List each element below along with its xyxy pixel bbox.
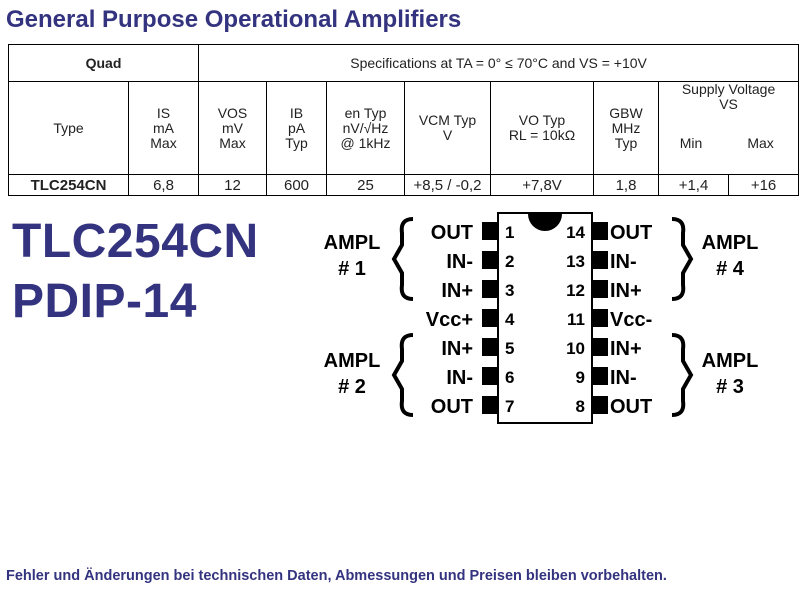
footer-disclaimer: Fehler und Änderungen bei technischen Da…: [6, 568, 667, 584]
cell-en: 25: [326, 174, 405, 196]
pin1-notch: [528, 214, 562, 231]
pin-3: [482, 280, 498, 298]
pin-10: [592, 338, 608, 356]
pin-5: [482, 338, 498, 356]
ampl-4-number: # 4: [716, 258, 745, 280]
page-title: General Purpose Operational Amplifiers: [6, 6, 462, 33]
pin-2-label: IN-: [446, 251, 473, 273]
cell-vs-max: +16: [727, 174, 800, 196]
ampl-2-number: # 2: [338, 376, 366, 398]
ampl-3-number: # 3: [716, 376, 744, 398]
cell-vos: 12: [198, 174, 267, 196]
bracket-ampl-3: [671, 333, 694, 417]
ampl-1-title: AMPL: [324, 232, 381, 254]
pin-4-label: Vcc+: [426, 309, 473, 331]
pin-2: [482, 251, 498, 269]
pin-10-number: 10: [566, 339, 585, 358]
conditions-header: Specifications at TA = 0° ≤ 70°C and VS …: [197, 44, 800, 82]
package-name: PDIP-14: [12, 275, 197, 328]
pin-7: [482, 396, 498, 414]
pin-5-label: IN+: [441, 338, 473, 360]
spec-table: Quad Specifications at TA = 0° ≤ 70°C an…: [8, 44, 800, 196]
pin-8: [592, 396, 608, 414]
ampl-1-number: # 1: [338, 258, 366, 280]
pin-1-label: OUT: [431, 222, 473, 244]
quad-label: Quad: [8, 44, 199, 82]
cell-vcm: +8,5 / -0,2: [404, 174, 491, 196]
pin-8-number: 8: [576, 397, 585, 416]
pin-9: [592, 367, 608, 385]
pin-7-label: OUT: [431, 396, 473, 418]
cell-gbw: 1,8: [593, 174, 659, 196]
cell-ib: 600: [266, 174, 327, 196]
pin-12: [592, 280, 608, 298]
ampl-3-title: AMPL: [702, 350, 759, 372]
pin-3-label: IN+: [441, 280, 473, 302]
header-vs-min: Min: [679, 134, 703, 151]
pin-6: [482, 367, 498, 385]
ampl-4-title: AMPL: [702, 232, 759, 254]
pin-14-label: OUT: [610, 222, 652, 244]
pin-13-number: 13: [566, 252, 585, 271]
pin-4: [482, 309, 498, 327]
pin-3-number: 3: [505, 281, 514, 300]
pin-13: [592, 251, 608, 269]
cell-is: 6,8: [128, 174, 199, 196]
pin-11-label: Vcc-: [610, 309, 652, 331]
header-type: Type: [8, 81, 129, 175]
pin-5-number: 5: [505, 339, 514, 358]
bracket-ampl-4: [671, 217, 694, 301]
ampl-2-title: AMPL: [324, 350, 381, 372]
pin-1: [482, 222, 498, 240]
pin-6-label: IN-: [446, 367, 473, 389]
pin-1-number: 1: [505, 223, 514, 242]
pin-11-number: 11: [567, 310, 585, 329]
pin-2-number: 2: [505, 252, 514, 271]
ic-body: [497, 212, 593, 424]
header-vs-max: Max: [747, 134, 774, 151]
pin-4-number: 4: [505, 310, 515, 329]
header-supply-voltage: Supply Voltage VS Min Max: [657, 81, 800, 175]
pin-12-number: 12: [566, 281, 585, 300]
part-number: TLC254CN: [12, 215, 259, 268]
pin-14: [592, 222, 608, 240]
pin-9-label: IN-: [610, 367, 637, 389]
cell-vo: +7,8V: [490, 174, 594, 196]
pin-11: [592, 309, 608, 327]
pin-6-number: 6: [505, 368, 514, 387]
pin-12-label: IN+: [610, 280, 642, 302]
cell-vs-min: +1,4: [658, 174, 729, 196]
bracket-ampl-1: [391, 217, 414, 301]
pin-9-number: 9: [576, 368, 585, 387]
bracket-ampl-2: [391, 333, 414, 417]
cell-type: TLC254CN: [8, 174, 129, 196]
pin-10-label: IN+: [610, 338, 642, 360]
pin-14-number: 14: [566, 223, 585, 242]
pin-13-label: IN-: [610, 251, 637, 273]
pin-7-number: 7: [505, 397, 514, 416]
pin-8-label: OUT: [610, 396, 652, 418]
